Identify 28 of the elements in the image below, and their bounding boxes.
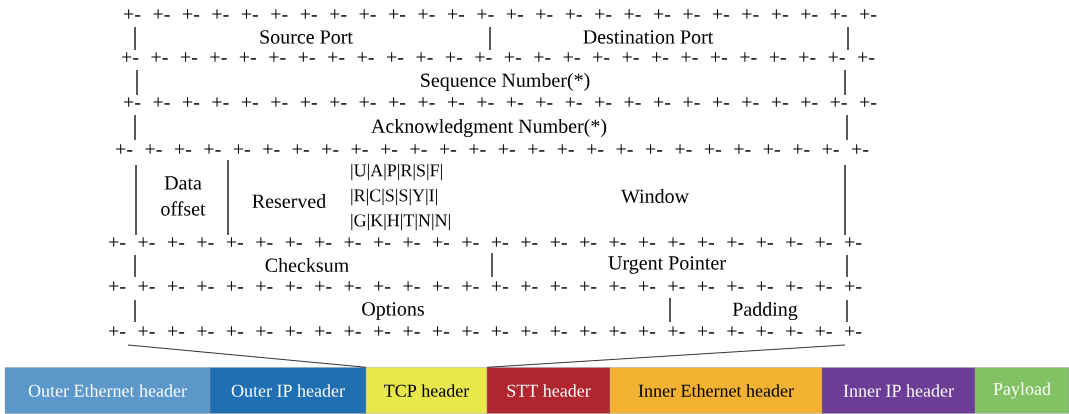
- header-segment: Outer Ethernet header: [4, 367, 211, 414]
- header-segment: Inner IP header: [821, 367, 976, 414]
- field-label: Data offset: [161, 176, 206, 216]
- leader-line: [486, 344, 846, 368]
- ascii-border-row: +- +- +- +- +- +- +- +- +- +- +- +- +- +- +- +- +- +- +- +- +- +- +- +- +- +-: [116, 144, 869, 154]
- field-label: Acknowledgment Number(*): [371, 118, 607, 138]
- ascii-border-row: +- +- +- +- +- +- +- +- +- +- +- +- +- +- +- +- +- +- +- +- +- +- +- +- +- +-: [109, 326, 862, 336]
- field-label: Urgent Pointer: [608, 256, 726, 274]
- field-label: Source Port: [260, 30, 353, 44]
- header-segment: Outer IP header: [209, 367, 367, 414]
- ascii-border-row: +- +- +- +- +- +- +- +- +- +- +- +- +- +- +- +- +- +- +- +- +- +- +- +- +- +-: [124, 97, 877, 107]
- header-segment: TCP header: [365, 367, 488, 414]
- leader-line: [127, 344, 367, 368]
- header-segment: Inner Ethernet header: [609, 367, 823, 414]
- field-label: Destination Port: [583, 30, 714, 44]
- field-label: Window: [621, 188, 689, 204]
- field-label: Options: [362, 302, 424, 320]
- field-label: Checksum: [265, 257, 349, 272]
- ascii-border-row: +- +- +- +- +- +- +- +- +- +- +- +- +- +- +- +- +- +- +- +- +- +- +- +- +- +-: [124, 9, 877, 19]
- header-segment: STT header: [486, 367, 611, 414]
- ascii-border-row: +- +- +- +- +- +- +- +- +- +- +- +- +- +- +- +- +- +- +- +- +- +- +- +- +- +-: [109, 237, 862, 247]
- field-label: Padding: [732, 301, 798, 321]
- header-segment: Payload: [974, 367, 1069, 414]
- field-label: Sequence Number(*): [421, 72, 590, 92]
- field-label: Reserved: [252, 193, 326, 208]
- ascii-border-row: +- +- +- +- +- +- +- +- +- +- +- +- +- +- +- +- +- +- +- +- +- +- +- +- +- +-: [109, 281, 862, 291]
- ascii-border-row: +- +- +- +- +- +- +- +- +- +- +- +- +- +- +- +- +- +- +- +- +- +- +- +- +- +-: [122, 52, 875, 62]
- field-label: |U|A|P|R|S|F| |R|C|S|S|Y|I| |G|K|H|T|N|N|: [351, 163, 450, 231]
